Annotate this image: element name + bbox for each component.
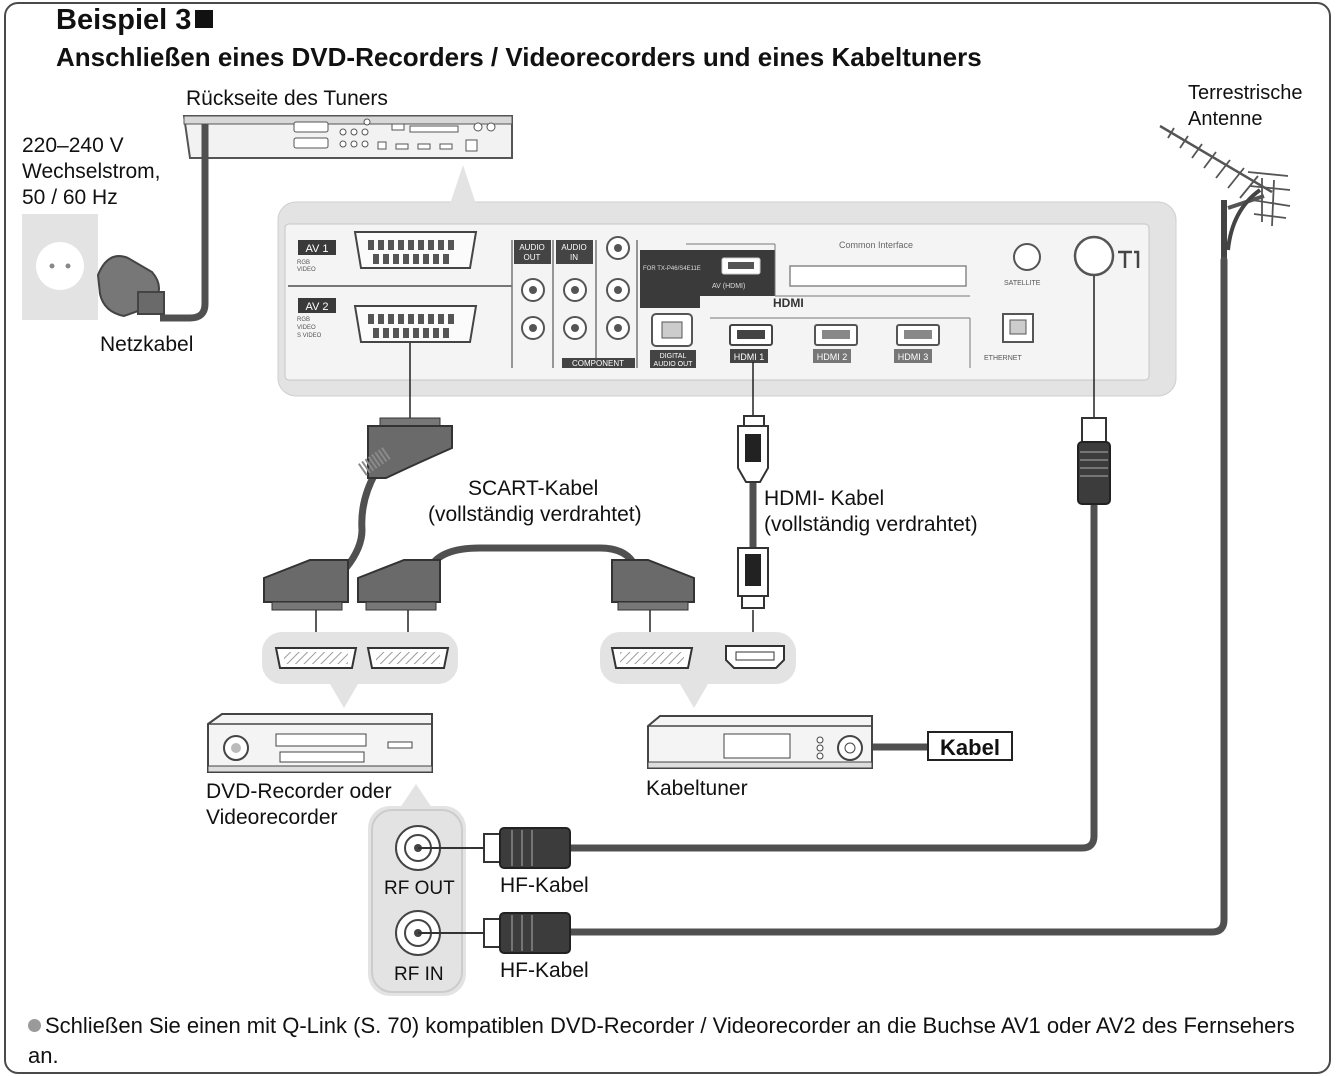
av2-socket: AV 2 RGB VIDEO S VIDEO: [297, 298, 478, 343]
footnote-text: Schließen Sie einen mit Q-Link (S. 70) k…: [28, 1013, 1295, 1068]
cable-tuner-connector-panel: [600, 632, 796, 708]
tv-back-panel: AV 1 RGB VIDEO AV 2 RGB VIDEO S VIDEO: [277, 165, 1177, 397]
audio-in-label: AUDIO: [561, 243, 586, 252]
hf-plug-rf-out: [483, 827, 571, 869]
hdmi-plug-tv: [737, 415, 769, 483]
satellite-label: SATELLITE: [1004, 280, 1041, 287]
page-title: Beispiel 3: [56, 4, 214, 37]
kabel-label: Kabel: [927, 731, 1013, 761]
antenna-label-line2: Antenne: [1188, 108, 1263, 130]
av1-sub-label: RGB: [297, 260, 310, 266]
bullet-icon: [28, 1019, 41, 1032]
cables: [342, 256, 1228, 936]
recorder-connector-panel: [262, 632, 458, 708]
digital-audio-out-label: DIGITAL: [660, 353, 687, 360]
antenna-cable: [566, 256, 1228, 936]
page-subtitle: Anschließen eines DVD-Recorders / Videor…: [56, 42, 982, 72]
av1-socket: AV 1 RGB VIDEO: [297, 231, 478, 273]
footnote: Schließen Sie einen mit Q-Link (S. 70) k…: [28, 1011, 1308, 1071]
hdmi-logo: HDMI: [773, 296, 804, 310]
power-current-label: Wechselstrom,: [22, 160, 161, 183]
cable-tuner-label: Kabeltuner: [646, 777, 748, 800]
svg-text:AUDIO OUT: AUDIO OUT: [654, 361, 694, 368]
tv-rf-cable: [566, 502, 1098, 852]
av2-sub-label: RGB: [297, 317, 310, 323]
tuner-back-device: [182, 115, 513, 159]
av-hdmi-block: FOR TX-P46/S4E11E AV (HDMI): [640, 243, 775, 308]
svg-text:IN: IN: [570, 253, 578, 262]
antenna-plug-tv: [1077, 417, 1111, 505]
hdmi-plug-tuner: [737, 547, 769, 609]
svg-text:S VIDEO: S VIDEO: [297, 333, 322, 339]
hdmi1-label: HDMI 1: [734, 352, 765, 362]
av1-label: AV 1: [305, 243, 328, 255]
rf-in-label: RF IN: [394, 964, 444, 985]
scart-cable-label: SCART-Kabel: [468, 477, 599, 500]
audio-out-label: AUDIO: [519, 243, 544, 252]
scart-cable-av1: [342, 468, 380, 572]
common-interface-slot: Common Interface: [774, 240, 970, 297]
svg-text:VIDEO: VIDEO: [297, 325, 316, 331]
videorecorder-label: Videorecorder: [206, 806, 338, 829]
rf-connector-panel: [368, 784, 486, 996]
rf-out-label: RF OUT: [384, 878, 455, 899]
scart-cable-tuner: [426, 544, 640, 572]
cable-tuner-device: [647, 715, 873, 769]
scart-plugs-recorder: [263, 559, 441, 611]
terrestrial-antenna: [1159, 124, 1291, 262]
antenna-label-line1: Terrestrische: [1188, 82, 1303, 104]
av-hdmi-label: AV (HDMI): [712, 283, 745, 290]
hdmi-cable-sublabel: (vollständig verdrahtet): [764, 513, 978, 536]
svg-text:OUT: OUT: [524, 253, 541, 262]
square-icon: [195, 10, 214, 28]
audio-component-block: AUDIO OUT AUDIO IN COMPONENT DIGITAL AUD: [511, 236, 696, 368]
dvd-recorder-device: [207, 713, 433, 773]
power-cable-label: Netzkabel: [100, 333, 194, 356]
scart-cable-sublabel: (vollständig verdrahtet): [428, 503, 642, 526]
hdmi-cable-label: HDMI- Kabel: [764, 487, 885, 510]
power-cable: [96, 124, 209, 322]
hdmi3-label: HDMI 3: [898, 352, 929, 362]
hdmi2-label: HDMI 2: [817, 352, 848, 362]
svg-text:VIDEO: VIDEO: [297, 267, 316, 273]
power-voltage-label: 220–240 V: [22, 134, 124, 157]
tuner-back-label: Rückseite des Tuners: [186, 87, 388, 110]
ethernet-label: ETHERNET: [984, 355, 1022, 362]
power-outlet: [22, 214, 98, 320]
scart-plug-tv: [358, 417, 453, 479]
component-label: COMPONENT: [572, 359, 624, 368]
diagram-frame: [4, 2, 1331, 1074]
hdmi-ports: HDMI HDMI 1 HDMI 2 HDMI 3: [710, 296, 971, 368]
hf-plug-rf-in: [483, 912, 571, 954]
for-av-label: FOR TX-P46/S4E11E: [643, 266, 701, 272]
power-frequency-label: 50 / 60 Hz: [22, 186, 118, 209]
av2-label: AV 2: [305, 301, 328, 313]
hf-cable-label-1: HF-Kabel: [500, 874, 589, 897]
hf-cable-label-2: HF-Kabel: [500, 959, 589, 982]
dvd-recorder-label: DVD-Recorder oder: [206, 780, 392, 803]
scart-plug-cable-tuner: [611, 559, 695, 611]
common-interface-label: Common Interface: [839, 240, 913, 250]
